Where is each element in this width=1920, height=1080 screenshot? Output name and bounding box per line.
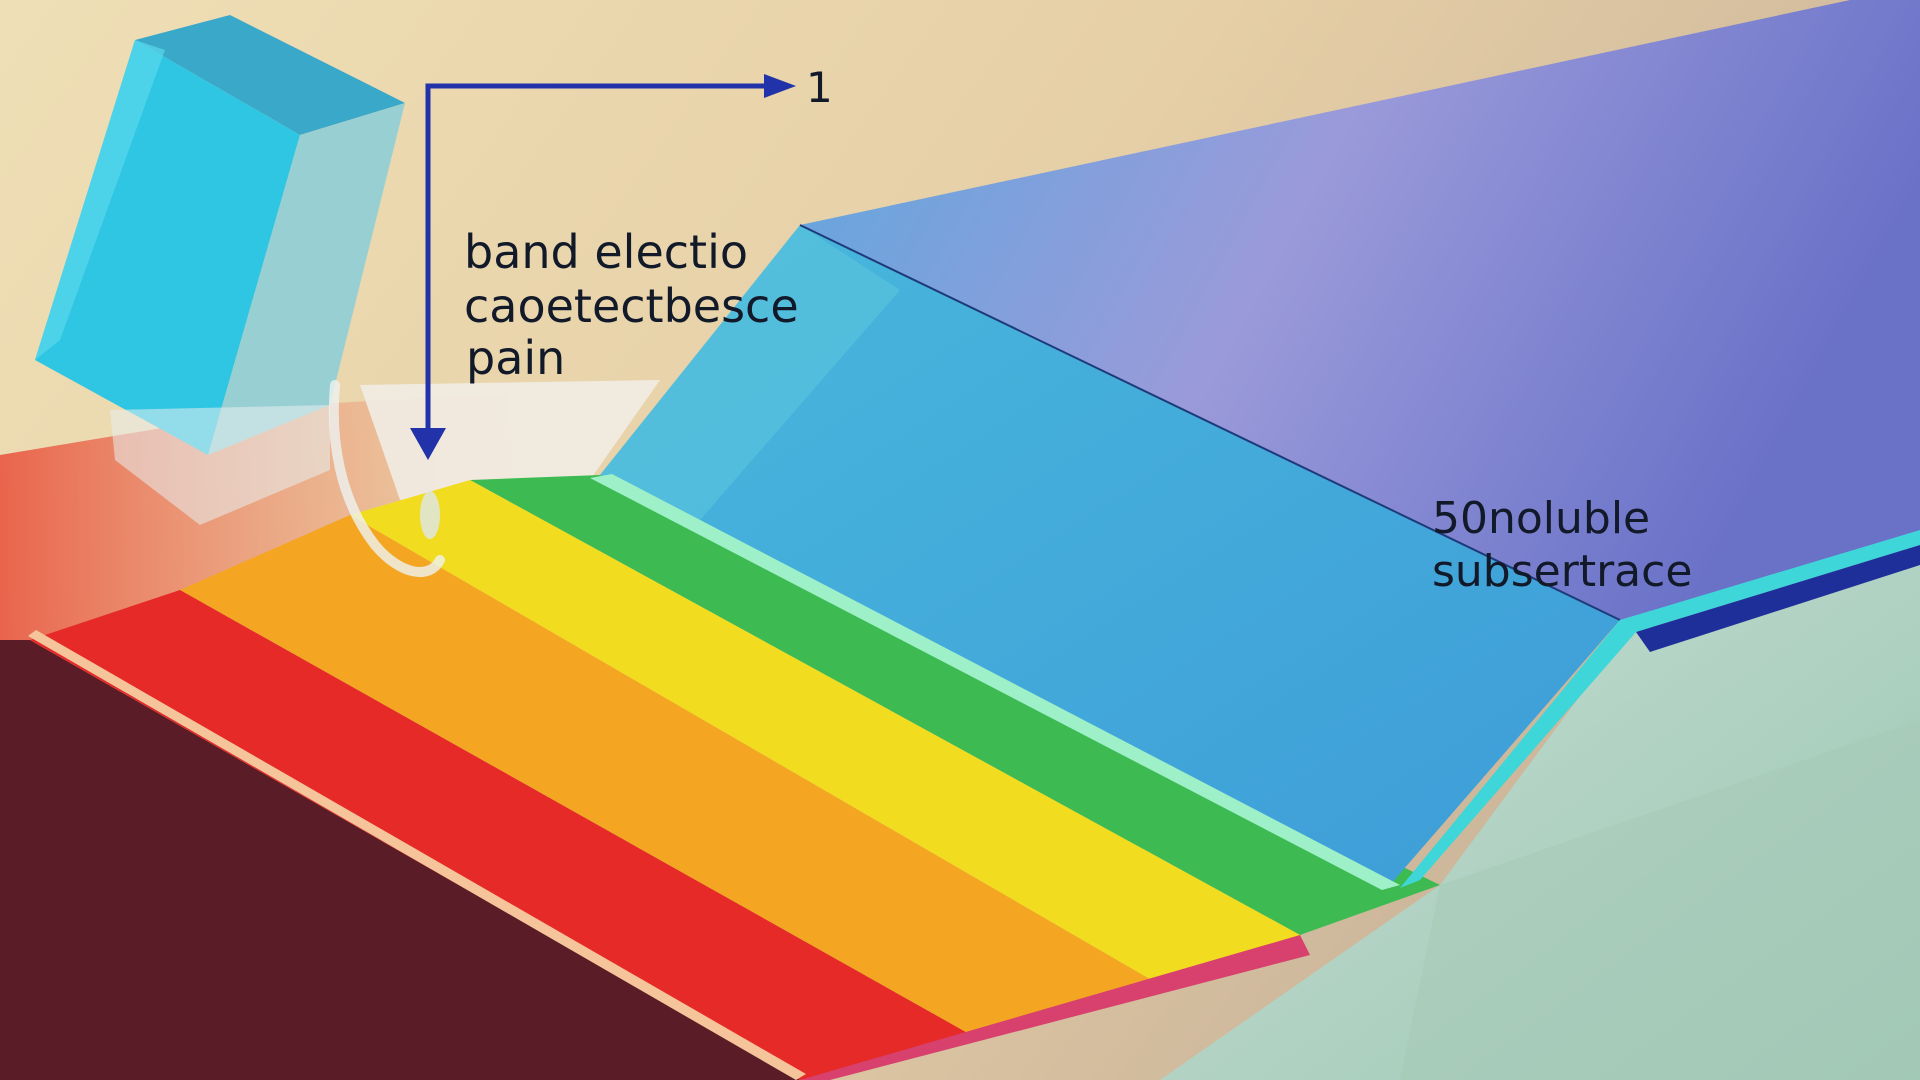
stripe-front-edge <box>800 935 1310 1080</box>
prism-front <box>35 40 300 455</box>
slab-front <box>600 225 1620 885</box>
slab-top <box>800 0 1920 620</box>
l-arrow <box>410 74 796 460</box>
prism-highlight <box>35 40 165 360</box>
arrow-head-right <box>764 74 796 98</box>
substrate-line-2: subsertrace <box>1432 546 1692 597</box>
prism-top <box>135 15 405 135</box>
prism-reflection <box>110 405 330 525</box>
substrate-label: 50noluble subsertrace <box>1432 493 1692 597</box>
stripe-green <box>470 475 1440 935</box>
slab-sheen <box>600 225 900 520</box>
substrate-line-1: 50noluble <box>1432 493 1650 544</box>
arrow-head-down <box>410 428 446 460</box>
stripe-yellow <box>350 480 1300 985</box>
callout-label: band electio caoetectbesce pain <box>464 225 799 385</box>
base-block <box>0 640 800 1080</box>
arrow-shaft <box>425 83 770 440</box>
pale-platform <box>360 380 660 500</box>
stripe-orange <box>180 515 1160 1040</box>
slab-glow-line <box>590 474 1400 890</box>
arrow-end-label: 1 <box>806 63 833 112</box>
callout-line-1: band electio <box>464 225 748 279</box>
stripe-red <box>30 590 980 1080</box>
callout-line-3: pain <box>466 331 565 385</box>
substrate-shade <box>1400 720 1920 1080</box>
slab-dark-band <box>1636 545 1920 652</box>
prism <box>35 15 445 577</box>
droplet <box>420 491 440 539</box>
slab-crest <box>799 224 1621 621</box>
prism-side <box>208 103 405 455</box>
stripe-rim <box>28 630 806 1080</box>
callout-line-2: caoetectbesce <box>464 279 799 333</box>
prism-stream <box>328 380 445 577</box>
